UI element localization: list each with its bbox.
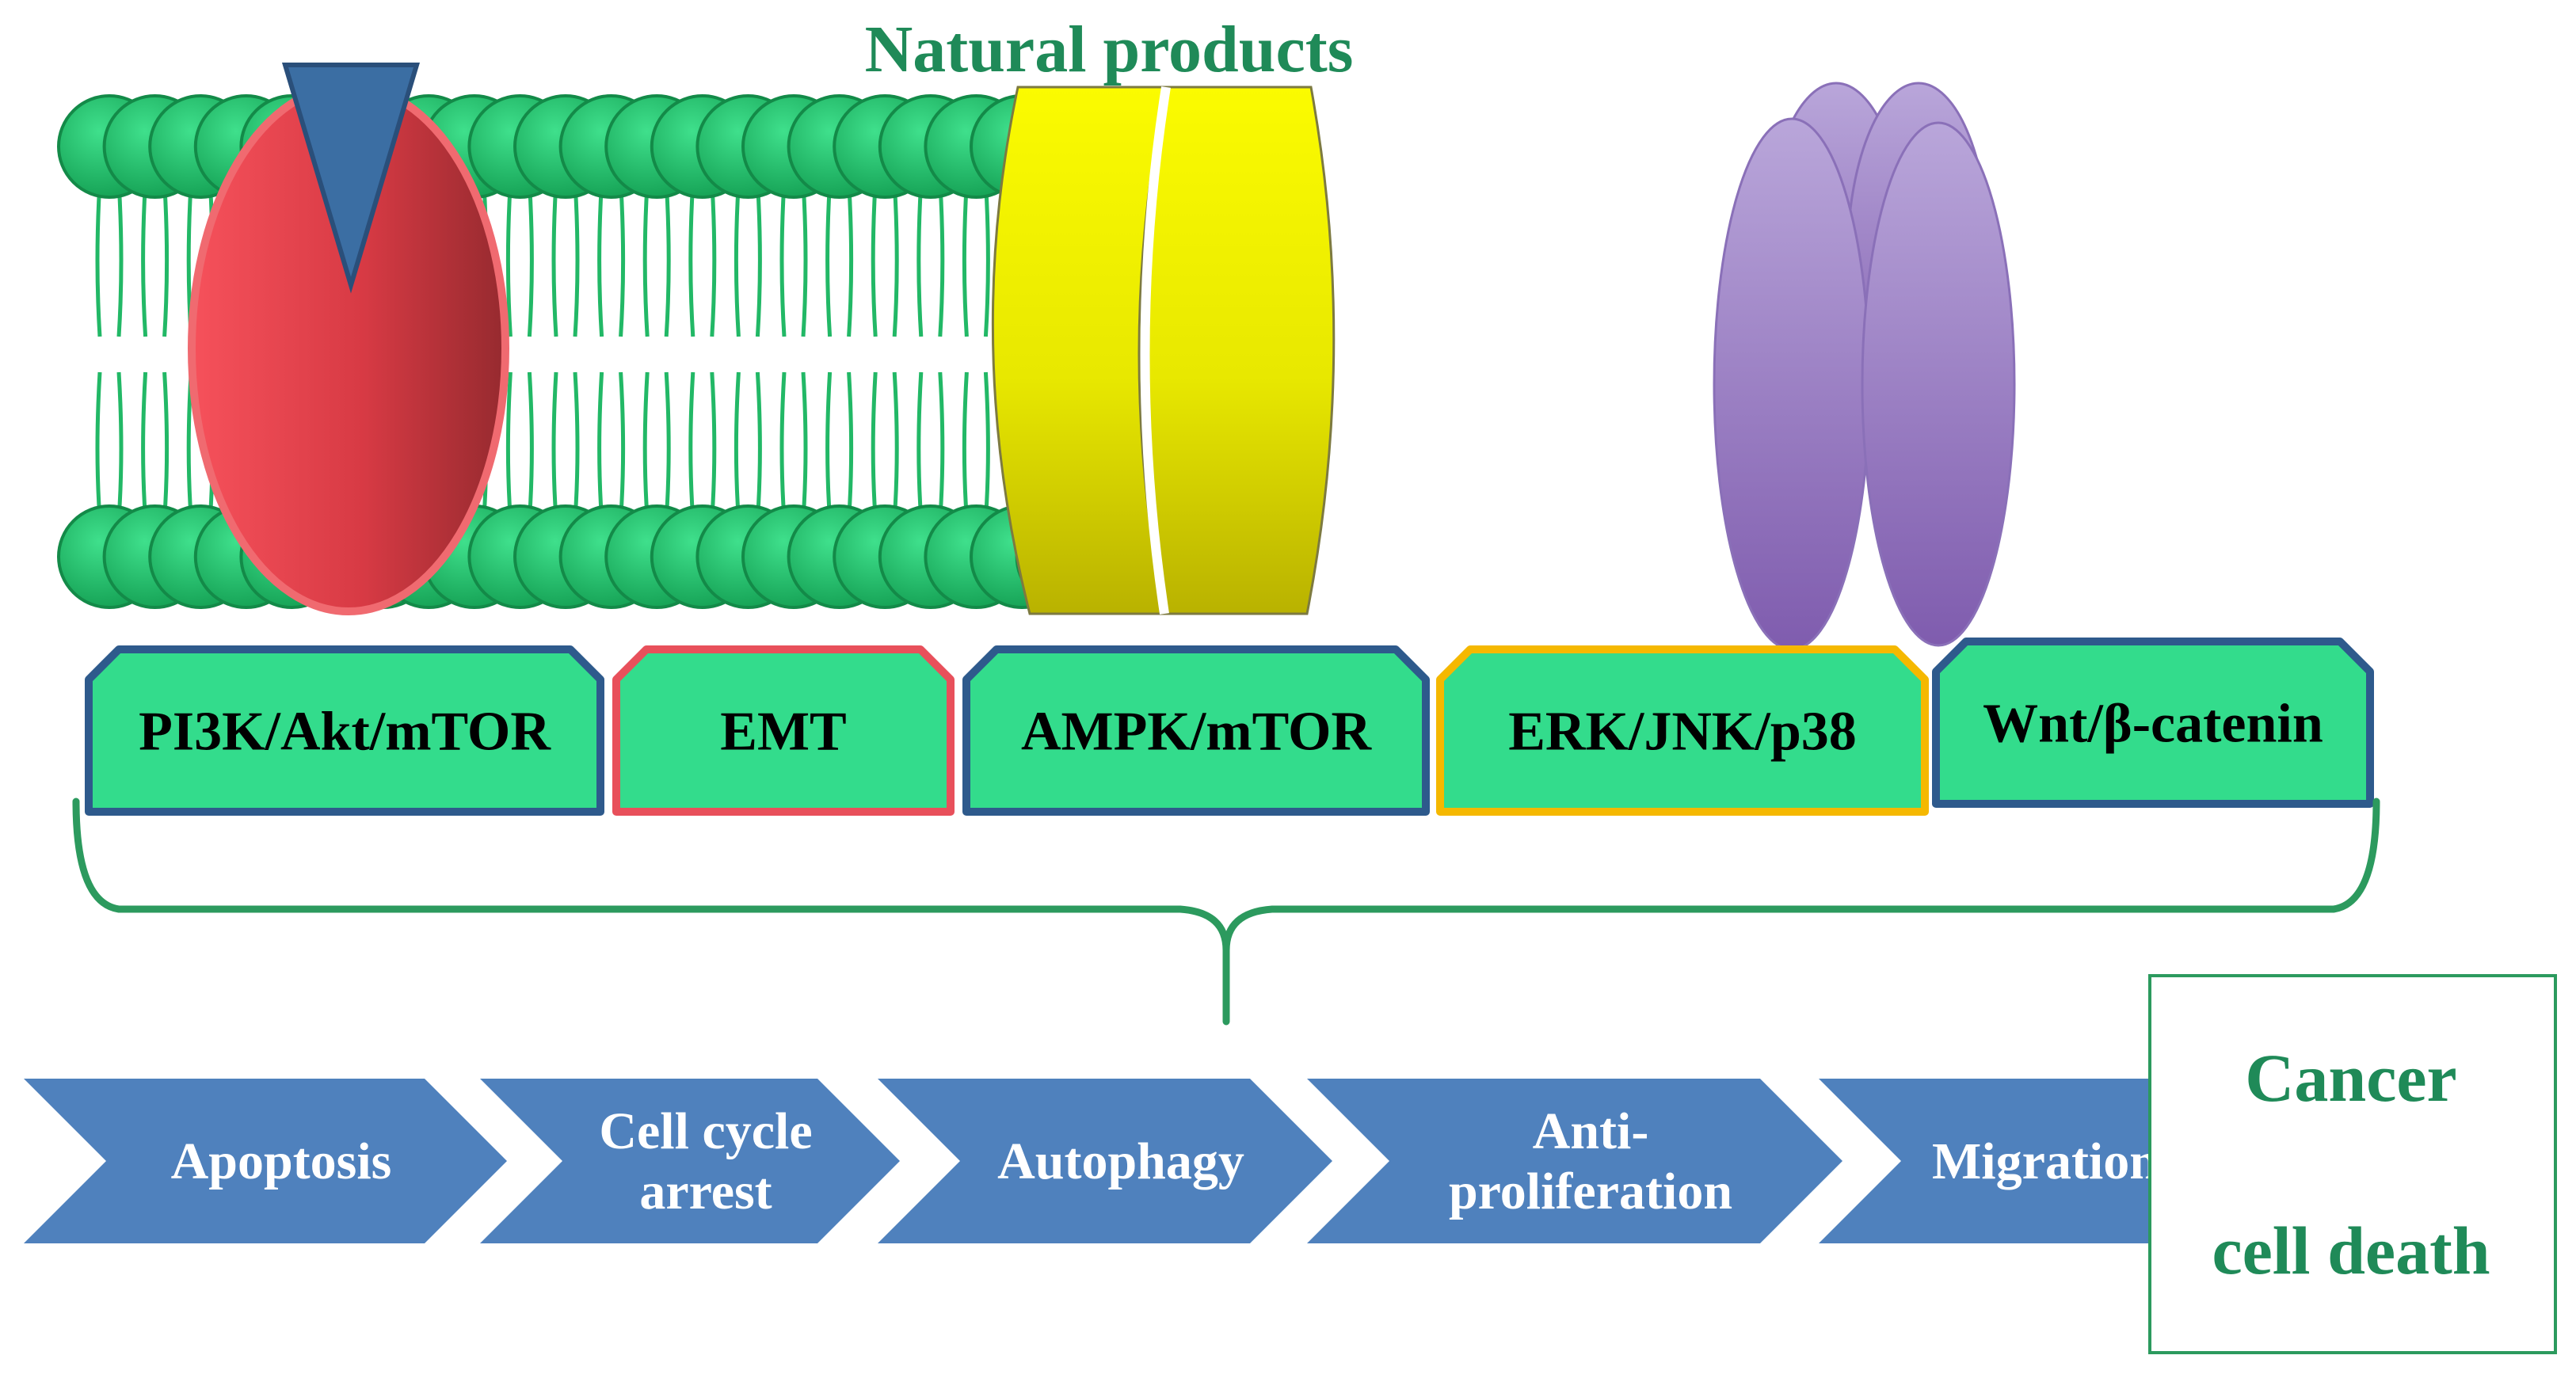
lipid-tail-lower — [95, 371, 124, 520]
lipid-tail-lower — [642, 371, 671, 520]
pathway-boxes: PI3K/Akt/mTOR EMT AMPK/mTOR ERK/JNK/p38 Wnt/… — [85, 638, 2374, 816]
result-line-1: Cancer — [2245, 1040, 2456, 1116]
lipid-tail-lower — [597, 371, 626, 520]
lipid-tail-upper — [734, 181, 762, 337]
pathway-box: AMPK/mTOR — [962, 645, 1430, 816]
outcome-label: Anti- — [1533, 1102, 1649, 1160]
lipid-tail-upper — [779, 181, 808, 337]
lipid-tail-upper — [916, 181, 945, 337]
lipid-tail-lower — [962, 371, 990, 520]
lipid-tail-lower — [916, 371, 945, 520]
outcome-arrow: Apoptosis — [24, 1079, 507, 1243]
pathway-box: ERK/JNK/p38 — [1436, 645, 1929, 816]
outcome-label: Apoptosis — [171, 1132, 392, 1190]
lipid-tail-upper — [688, 181, 717, 337]
result-line-2: cell death — [2212, 1212, 2490, 1289]
pathway-label: AMPK/mTOR — [1021, 702, 1372, 763]
outcome-label: arrest — [639, 1163, 772, 1220]
receptor-purple — [1713, 82, 2016, 651]
pathway-label: PI3K/Akt/mTOR — [139, 702, 551, 763]
pathway-box: Wnt/β-catenin — [1932, 638, 2374, 808]
lipid-tail-upper — [141, 181, 170, 337]
lipid-tail-upper — [825, 181, 854, 337]
lipid-tail-lower — [825, 371, 854, 520]
outcome-arrow: Autophagy — [878, 1079, 1332, 1243]
lipid-tail-upper — [871, 181, 899, 337]
lipid-tail-lower — [551, 371, 580, 520]
lipid-tail-upper — [551, 181, 580, 337]
pathway-label: EMT — [720, 702, 846, 763]
pathway-box: PI3K/Akt/mTOR — [85, 645, 604, 816]
lipid-tail-lower — [779, 371, 808, 520]
pathway-box: EMT — [612, 645, 955, 816]
outcome-label: proliferation — [1449, 1163, 1732, 1220]
lipid-tail-lower — [688, 371, 717, 520]
lipid-tail-lower — [734, 371, 762, 520]
lipid-tail-upper — [95, 181, 124, 337]
pathway-label: ERK/JNK/p38 — [1508, 702, 1857, 763]
outcome-label: Migration — [1932, 1132, 2159, 1190]
channel-yellow — [991, 86, 1336, 615]
result-box: Cancer cell death — [2148, 974, 2557, 1354]
pathway-label: Wnt/β-catenin — [1983, 694, 2323, 755]
grouping-brace — [72, 797, 2380, 1026]
outcome-arrow: Migration — [1819, 1079, 2240, 1243]
lipid-tail-lower — [871, 371, 899, 520]
title: Natural products — [865, 13, 1354, 86]
lipid-tail-upper — [597, 181, 626, 337]
outcome-arrow: Anti-proliferation — [1307, 1079, 1842, 1243]
lipid-tail-lower — [141, 371, 170, 520]
receptor-red — [188, 63, 509, 615]
outcome-label: Autophagy — [997, 1132, 1244, 1190]
lipid-tail-upper — [962, 181, 990, 337]
lipid-tail-upper — [642, 181, 671, 337]
ligand-triangle-icon — [281, 63, 421, 294]
lipid-tail-upper — [505, 181, 534, 337]
lipid-tail-lower — [505, 371, 534, 520]
outcome-label: Cell cycle — [599, 1102, 812, 1160]
